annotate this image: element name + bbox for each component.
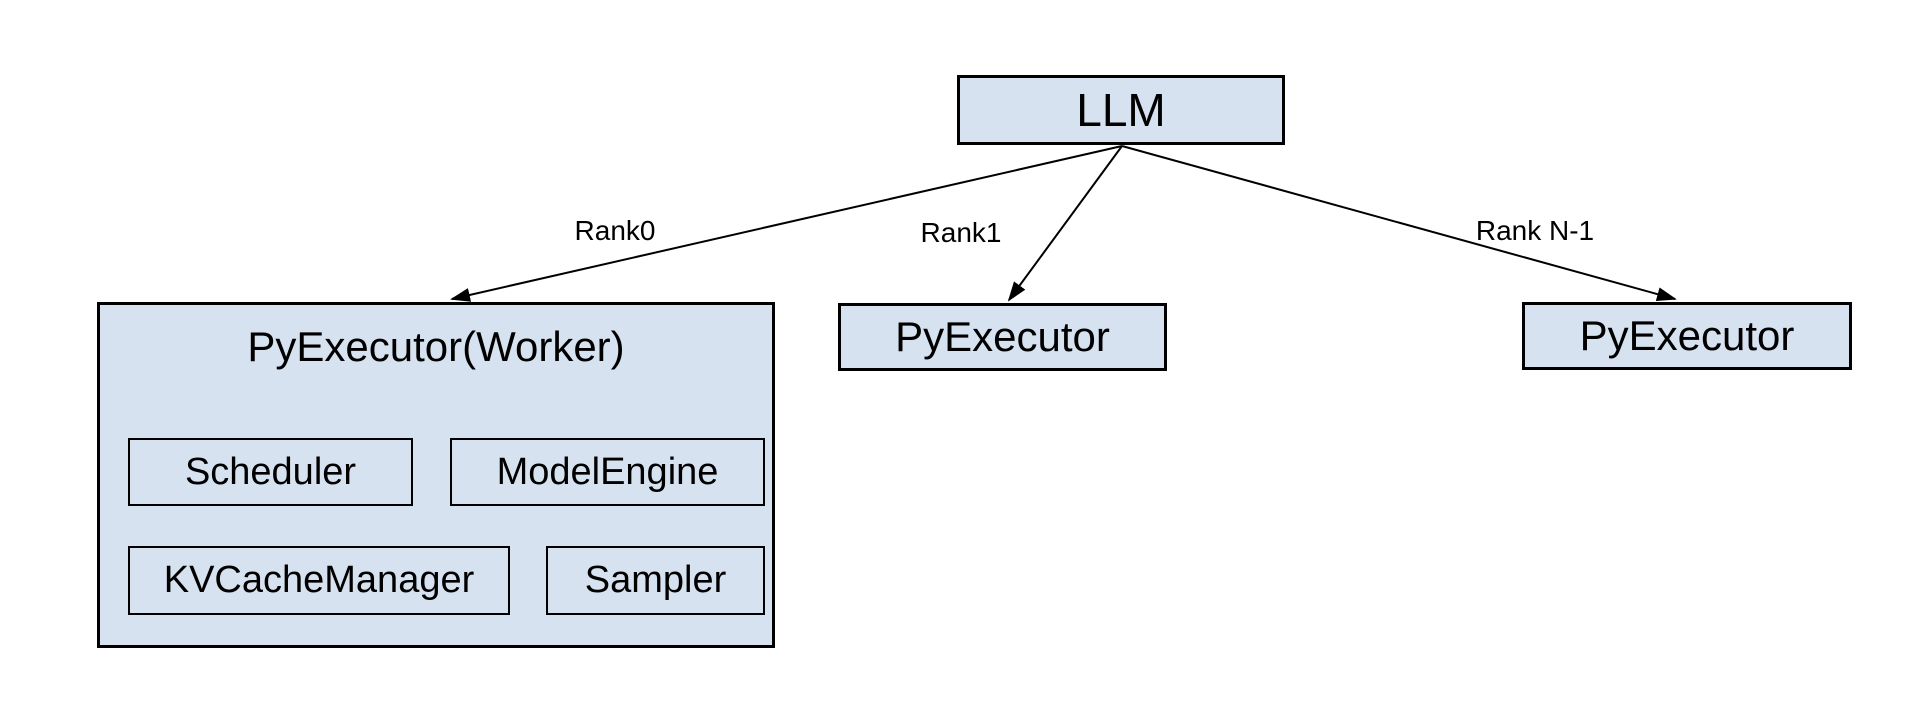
pyexecutor-rank1-node: PyExecutor <box>838 303 1167 371</box>
pyexecutor-rank-n1-label: PyExecutor <box>1579 312 1795 359</box>
llm-node-label: LLM <box>1076 84 1166 136</box>
pyexecutor-rank-n1-node: PyExecutor <box>1522 302 1852 370</box>
sampler-node: Sampler <box>546 546 765 615</box>
edge-rank1-line <box>1007 145 1123 302</box>
modelengine-label: ModelEngine <box>496 450 719 493</box>
scheduler-label: Scheduler <box>184 450 357 493</box>
edge-rank-n1-line <box>1121 145 1677 301</box>
pyexecutor-worker-title: PyExecutor(Worker) <box>247 323 625 370</box>
kvcachemanager-node: KVCacheManager <box>128 546 510 615</box>
scheduler-node: Scheduler <box>128 438 413 506</box>
edge-rank0-line <box>450 145 1123 302</box>
pyexecutor-worker-node: PyExecutor(Worker) Scheduler ModelEngine… <box>97 302 775 648</box>
llm-node: LLM <box>957 75 1285 145</box>
edge-label-rank0: Rank0 <box>574 215 656 246</box>
modelengine-node: ModelEngine <box>450 438 765 506</box>
pyexecutor-rank1-label: PyExecutor <box>895 313 1110 360</box>
kvcachemanager-label: KVCacheManager <box>163 559 475 601</box>
sampler-label: Sampler <box>584 559 727 601</box>
edge-label-rank-n1: Rank N-1 <box>1475 215 1595 246</box>
edge-label-rank1: Rank1 <box>920 217 1002 248</box>
